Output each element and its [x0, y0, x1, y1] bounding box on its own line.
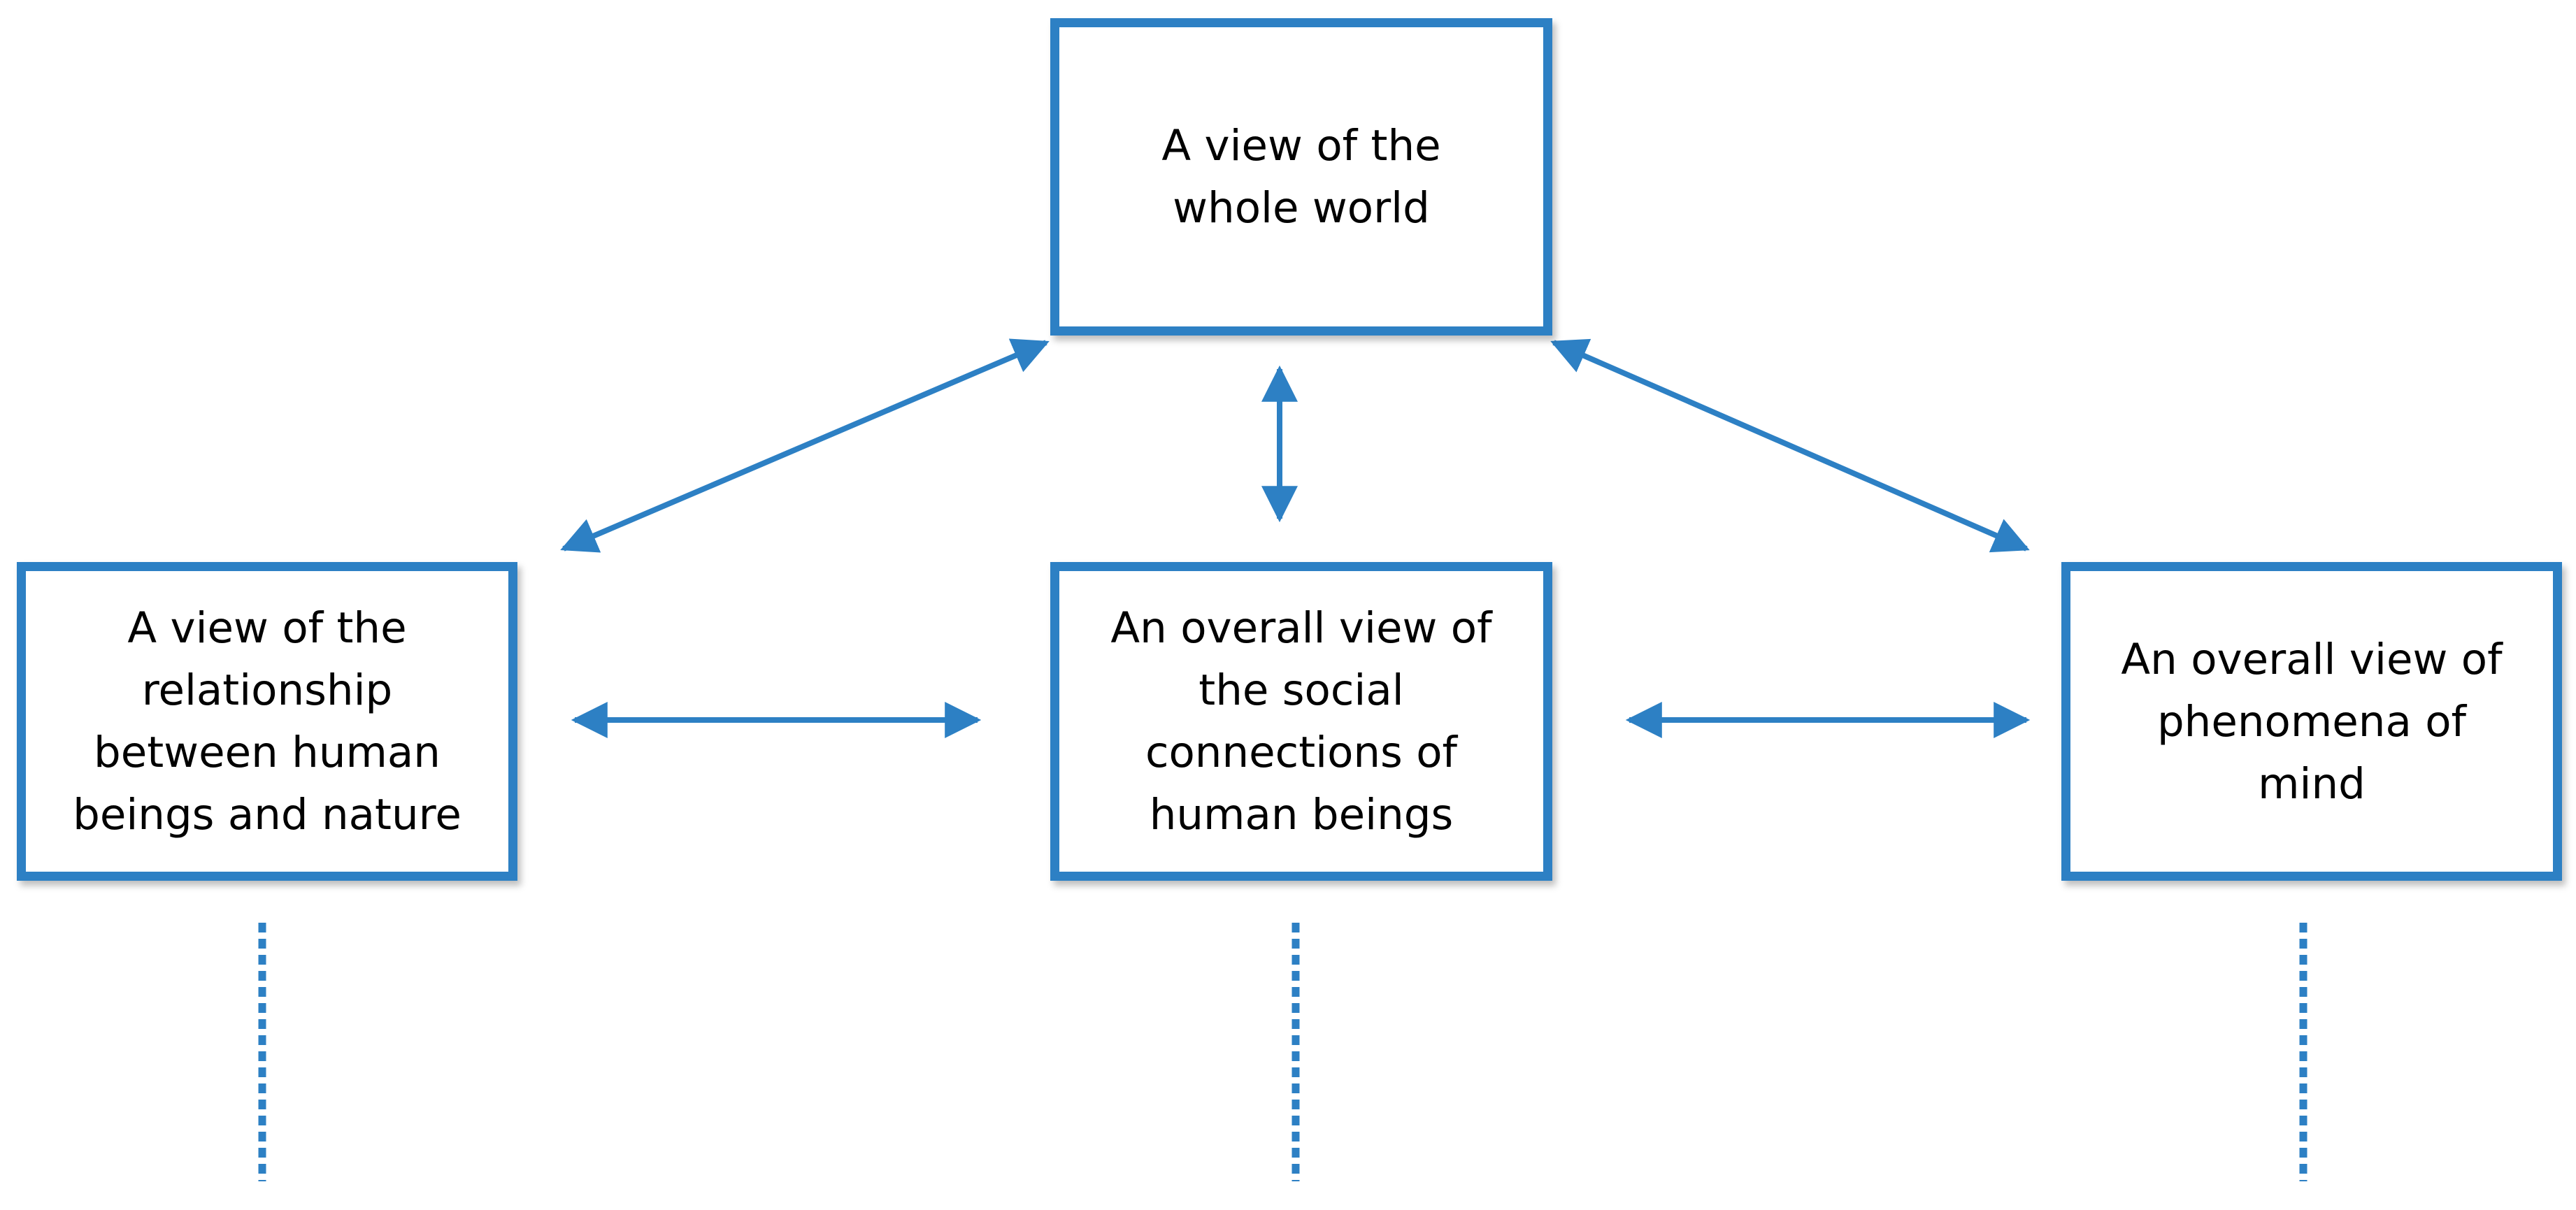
node-social-connections-label: An overall view of the social connection… [1110, 603, 1492, 840]
node-phenomena-of-mind: An overall view of phenomena of mind [2061, 562, 2562, 881]
node-social-connections: An overall view of the social connection… [1050, 562, 1552, 881]
arrow-top-to-right [1550, 338, 2030, 553]
node-human-nature-label: A view of the relationship between human… [73, 603, 461, 840]
node-whole-world-label: A view of the whole world [1161, 121, 1441, 233]
node-human-nature: A view of the relationship between human… [17, 562, 517, 881]
arrow-top-to-left [560, 338, 1050, 553]
node-whole-world: A view of the whole world [1050, 18, 1552, 336]
node-phenomena-of-mind-label: An overall view of phenomena of mind [2121, 634, 2503, 809]
